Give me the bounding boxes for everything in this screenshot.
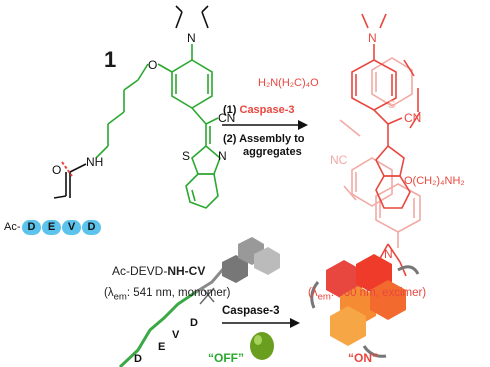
peptide-bead-d1: D	[22, 220, 41, 235]
atom-s-left: S	[182, 149, 190, 163]
atom-n-bottom-right: N	[384, 247, 393, 261]
atom-cn-right: CN	[404, 111, 421, 125]
condition-step-2-line2: aggregates	[243, 146, 302, 158]
emission-monomer-sub: em	[113, 291, 127, 303]
atom-nc-right: NC	[330, 153, 348, 167]
reaction-arrow	[222, 120, 308, 130]
atom-cn-left: CN	[218, 111, 235, 125]
emission-monomer-text: : 541 nm, monomer)	[126, 287, 231, 299]
atom-n-benzothiazole-left: N	[218, 149, 227, 163]
condition-step-1: (1) Caspase-3	[223, 104, 295, 116]
atom-n-top-left: N	[187, 31, 196, 45]
cartoon-arrow	[222, 318, 300, 328]
atom-s-right: S	[388, 99, 395, 111]
emission-monomer-lambda: λ	[107, 287, 114, 299]
emission-monomer: (λem: 541 nm, monomer)	[104, 287, 230, 302]
off-state-cartoon	[118, 237, 280, 367]
condition-step-1-number: (1)	[223, 104, 240, 116]
cartoon-enzyme-label: Caspase-3	[222, 305, 280, 317]
probe-name-prefix: Ac-DEVD-	[112, 264, 168, 278]
probe-structure	[53, 5, 221, 209]
condition-enzyme: Caspase-3	[239, 104, 295, 116]
emission-excimer: (λem: 660 nm, excimer)	[308, 287, 426, 302]
atom-o-left: O	[148, 58, 157, 72]
emission-excimer-sub: em	[317, 291, 331, 303]
emission-monomer-open: (	[104, 287, 108, 299]
linker-left-label: H₂N(H₂C)₄O	[258, 77, 319, 89]
cleavage-mark	[61, 161, 73, 177]
cartoon-letter-e: E	[158, 341, 165, 353]
atom-n-top-right: N	[368, 31, 377, 45]
cartoon-letter-d2: D	[190, 317, 198, 329]
emission-excimer-text: : 660 nm, excimer)	[330, 287, 427, 299]
peptide-bead-d2: D	[82, 220, 101, 235]
emission-excimer-open: (	[308, 287, 312, 299]
enzyme-blob	[250, 332, 274, 360]
peptide-prefix: Ac-	[4, 221, 21, 233]
on-state-cartoon	[310, 254, 420, 358]
probe-name: Ac-DEVD-NH-CV	[112, 264, 205, 278]
excimer-structure	[339, 13, 421, 277]
condition-step-2-line1: (2) Assembly to	[223, 133, 305, 145]
off-label: “OFF”	[208, 351, 244, 365]
probe-name-bold: NH-CV	[167, 264, 206, 278]
atom-o-amide: O	[52, 163, 61, 177]
linker-right-label: O(CH₂)₄NH₂	[404, 175, 465, 187]
cartoon-letter-v: V	[172, 329, 180, 341]
emission-excimer-lambda: λ	[311, 287, 318, 299]
atom-nh-amide: NH	[86, 155, 103, 169]
compound-number: 1	[104, 47, 117, 72]
cartoon-letter-d1: D	[134, 353, 142, 365]
condition-step-2: (2) Assembly to aggregates	[223, 133, 305, 159]
on-label: “ON”	[348, 351, 378, 365]
peptide-bead-v: V	[62, 220, 81, 235]
peptide-bead-e: E	[42, 220, 61, 235]
